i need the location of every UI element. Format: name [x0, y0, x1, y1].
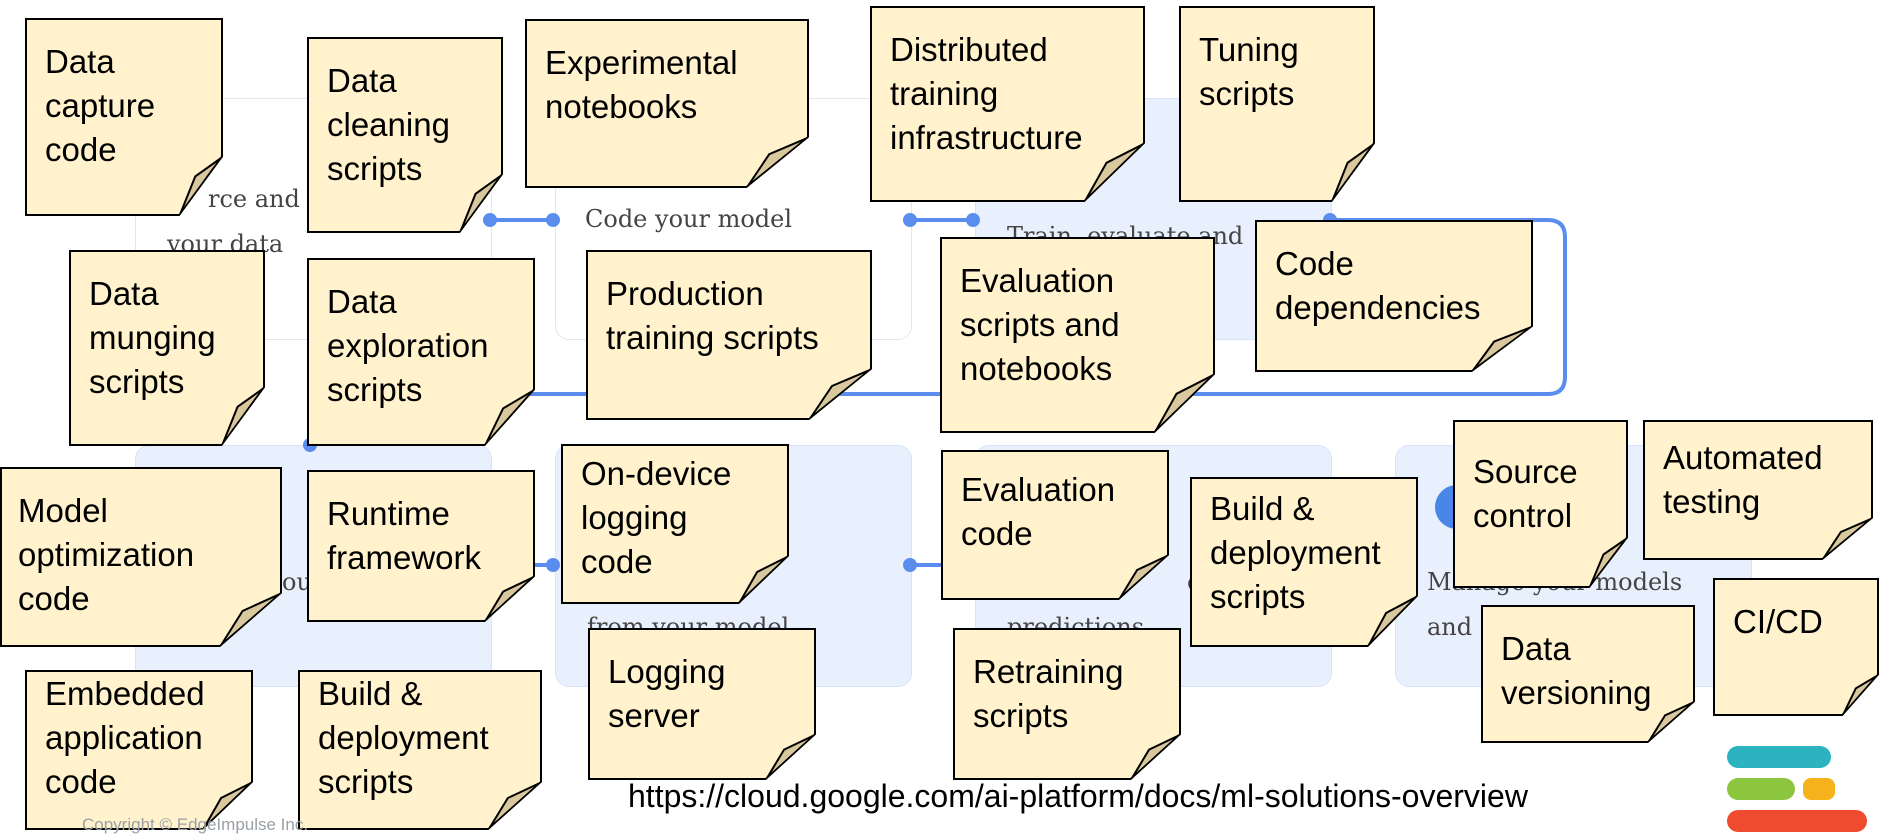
- note-line: scripts: [318, 763, 414, 800]
- sticky-note-code-dependencies: Code dependencies: [1255, 220, 1533, 372]
- sticky-note-ci-cd: CI/CD: [1713, 578, 1879, 716]
- note-line: Evaluation: [961, 471, 1116, 508]
- connector-dot: [546, 213, 560, 227]
- note-line: exploration: [327, 327, 489, 364]
- note-line: Retraining: [973, 653, 1124, 690]
- note-line: notebooks: [545, 88, 698, 125]
- note-line: Data: [1501, 630, 1571, 667]
- logo-bar-green: [1727, 778, 1795, 800]
- copyright-text: Copyright © EdgeImpulse Inc.: [82, 815, 309, 834]
- note-line: Code: [1275, 245, 1354, 282]
- connector-dot: [546, 558, 560, 572]
- sticky-note-data-munging-scripts: Data munging scripts: [69, 250, 265, 446]
- note-line: deployment: [1210, 534, 1381, 571]
- sticky-note-on-device-logging-code: On-device logging code: [561, 444, 789, 604]
- note-line: Build &: [318, 675, 423, 712]
- note-line: scripts: [89, 363, 185, 400]
- sticky-note-data-exploration-scripts: Data exploration scripts: [307, 258, 535, 446]
- sticky-note-distributed-training-infrastructure: Distributed training infrastructure: [870, 6, 1145, 202]
- logo-bar-teal: [1727, 746, 1831, 768]
- source-url: https://cloud.google.com/ai-platform/doc…: [628, 778, 1528, 814]
- note-line: On-device: [581, 455, 732, 492]
- edgeimpulse-logo: [1727, 746, 1867, 832]
- sticky-note-automated-testing: Automated testing: [1643, 420, 1873, 560]
- note-line: scripts: [327, 150, 423, 187]
- note-line: Distributed: [890, 31, 1048, 68]
- sticky-note-evaluation-scripts-notebooks: Evaluation scripts and notebooks: [940, 237, 1215, 433]
- note-line: code: [581, 543, 653, 580]
- bg-text-deploy: ou: [282, 568, 312, 596]
- note-line: logging: [581, 499, 688, 536]
- note-line: scripts: [1199, 75, 1295, 112]
- sticky-note-source-control: Source control: [1453, 420, 1628, 588]
- note-line: code: [45, 763, 117, 800]
- note-line: scripts: [973, 697, 1069, 734]
- note-line: optimization: [18, 536, 195, 573]
- note-line: code: [18, 580, 90, 617]
- note-line: Evaluation: [960, 262, 1115, 299]
- sticky-note-logging-server: Logging server: [588, 628, 816, 780]
- sticky-note-evaluation-code: Evaluation code: [941, 450, 1169, 600]
- note-line: scripts: [327, 371, 423, 408]
- note-line: Data: [45, 43, 115, 80]
- sticky-note-runtime-framework: Runtime framework: [307, 470, 535, 622]
- sticky-note-production-training-scripts: Production training scripts: [586, 250, 872, 420]
- note-line: Model: [18, 492, 108, 529]
- sticky-note-data-capture-code: Data capture code: [25, 18, 223, 216]
- sticky-note-retraining-scripts: Retraining scripts: [953, 628, 1181, 780]
- note-line: code: [961, 515, 1033, 552]
- note-fold-corner: [1841, 673, 1879, 716]
- note-line: versioning: [1501, 674, 1652, 711]
- bg-text-source-data-1: rce and: [208, 185, 300, 213]
- sticky-note-model-optimization-code: Model optimization code: [0, 467, 282, 647]
- note-line: Automated: [1663, 439, 1823, 476]
- sticky-note-experimental-notebooks: Experimental notebooks: [525, 19, 809, 188]
- note-line: cleaning: [327, 106, 450, 143]
- note-line: munging: [89, 319, 216, 356]
- note-line: Build &: [1210, 490, 1315, 527]
- note-line: capture: [45, 87, 156, 124]
- note-line: deployment: [318, 719, 489, 756]
- connector-dot: [966, 213, 980, 227]
- logo-bar-yellow: [1803, 778, 1835, 800]
- note-line: framework: [327, 539, 482, 576]
- connector-dot: [903, 213, 917, 227]
- note-line: code: [45, 131, 117, 168]
- note-line: Logging: [608, 653, 726, 690]
- note-line: Source: [1473, 453, 1578, 490]
- sticky-note-data-versioning: Data versioning: [1481, 605, 1695, 743]
- logo-stripes: [1727, 746, 1867, 832]
- bg-text-manage-models-and: and: [1427, 613, 1473, 641]
- note-line: server: [608, 697, 700, 734]
- note-line: Experimental: [545, 44, 738, 81]
- note-line: training: [890, 75, 999, 112]
- note-line: Data: [89, 275, 159, 312]
- note-line: Tuning: [1199, 31, 1299, 68]
- bg-text-code-model: Code your model: [585, 205, 793, 233]
- note-line: Data: [327, 62, 397, 99]
- sticky-note-build-deployment-scripts-2: Build & deployment scripts: [298, 670, 542, 830]
- note-line: application: [45, 719, 203, 756]
- note-line: Runtime: [327, 495, 450, 532]
- note-line: CI/CD: [1733, 603, 1823, 640]
- logo-bar-red: [1727, 810, 1867, 832]
- note-line: Embedded: [45, 675, 205, 712]
- sticky-note-embedded-application-code: Embedded application code: [25, 670, 253, 830]
- note-line: scripts and: [960, 306, 1120, 343]
- note-line: testing: [1663, 483, 1761, 520]
- note-line: training scripts: [606, 319, 819, 356]
- note-line: scripts: [1210, 578, 1306, 615]
- sticky-note-build-deployment-scripts-1: Build & deployment scripts: [1190, 477, 1418, 647]
- note-line: notebooks: [960, 350, 1113, 387]
- note-line: infrastructure: [890, 119, 1083, 156]
- connector-dot: [483, 213, 497, 227]
- note-line: dependencies: [1275, 289, 1481, 326]
- note-line: Data: [327, 283, 397, 320]
- note-line: control: [1473, 497, 1573, 534]
- sticky-note-data-cleaning-scripts: Data cleaning scripts: [307, 37, 503, 233]
- connector-dot: [903, 558, 917, 572]
- note-line: Production: [606, 275, 764, 312]
- sticky-note-tuning-scripts: Tuning scripts: [1179, 6, 1375, 202]
